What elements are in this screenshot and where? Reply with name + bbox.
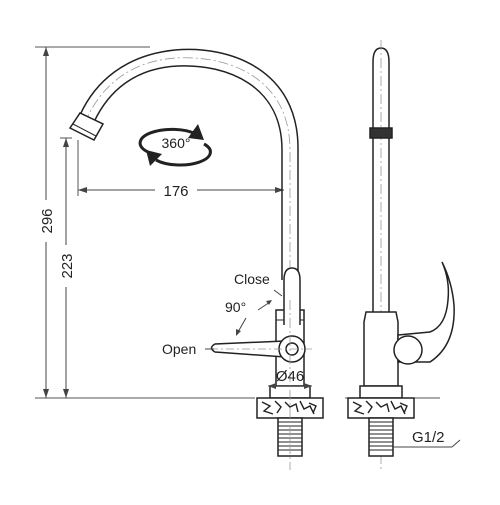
aerator	[68, 112, 105, 141]
arrowhead	[266, 300, 272, 305]
dimension-lines: 296 223 176	[35, 46, 440, 399]
label-mask	[37, 200, 55, 242]
close-label: Close	[234, 271, 270, 287]
arrowhead	[43, 47, 49, 56]
side-gasket-hatch	[352, 400, 408, 415]
arrowhead	[268, 383, 276, 389]
spout-centerline	[86, 57, 291, 270]
base-diameter-dimension: Ø46	[268, 368, 312, 389]
lever-closed	[283, 267, 301, 325]
spout-inner-line	[93, 65, 283, 280]
open-label: Open	[162, 341, 196, 357]
thread-dimension: G1/2	[393, 429, 461, 448]
gasket-hatch	[261, 400, 317, 415]
spout-outer-line	[79, 48, 299, 280]
overall-height-label: 296	[39, 208, 56, 233]
side-body	[363, 311, 399, 387]
side-base-flange	[359, 385, 403, 399]
spout-height-label: 223	[59, 253, 76, 278]
arrowhead	[43, 389, 49, 398]
thread-leader-tick	[451, 439, 461, 448]
label-mask	[155, 181, 197, 199]
spout-reach-label: 176	[163, 183, 188, 200]
rotation-arc-upper	[138, 127, 197, 154]
rotation-arrowhead-upper	[188, 124, 204, 140]
label-mask	[57, 245, 75, 287]
arrowhead	[275, 187, 284, 193]
front-view-faucet	[68, 48, 324, 470]
side-lever-hub	[393, 335, 423, 365]
aerator-ring	[72, 123, 97, 137]
arrowhead	[63, 138, 69, 147]
arrowhead	[63, 389, 69, 398]
side-view-faucet	[347, 40, 455, 470]
rotation-arrowhead-lower	[146, 150, 162, 166]
rotation-arc-lower	[155, 142, 212, 167]
arrowhead	[78, 187, 87, 193]
angle-arrow-down	[237, 317, 247, 333]
lever-angle-label: 90°	[225, 299, 246, 315]
base-diameter-label: Ø46	[276, 368, 304, 385]
side-aerator	[369, 127, 393, 139]
arrowhead	[304, 383, 312, 389]
side-shank-thread-lines	[369, 421, 393, 451]
rotation-label: 360°	[162, 135, 191, 151]
lever-annotations: Close 90° Open	[162, 271, 283, 357]
arrowhead	[236, 329, 241, 336]
rotation-symbol: 360°	[138, 124, 212, 167]
thread-size-label: G1/2	[412, 429, 445, 446]
close-leader	[273, 289, 283, 297]
